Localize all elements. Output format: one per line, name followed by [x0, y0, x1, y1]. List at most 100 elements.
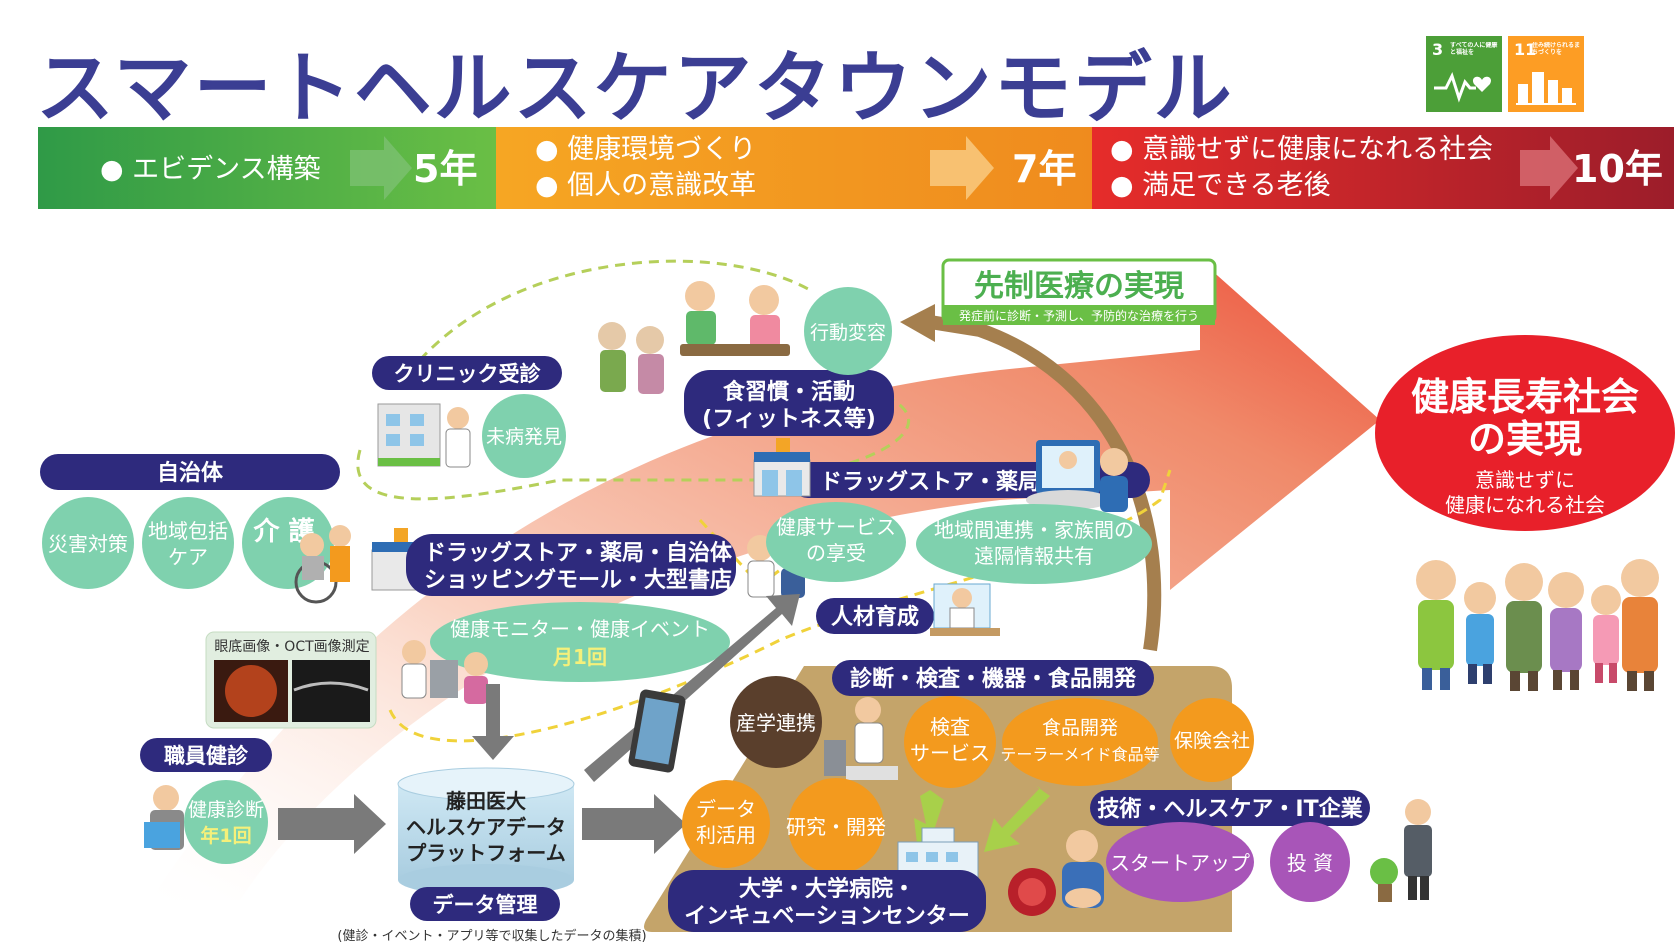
sdg-text: 住み続けられるまちづくりを: [1532, 42, 1580, 56]
jichitai-item: 地域包括: [148, 519, 228, 543]
timeline-stage3-item: ● 満足できる老後: [1110, 170, 1331, 201]
goal-circle: 健康長寿社会 の実現 意識せずに 健康になれる社会: [1375, 335, 1675, 531]
timeline-arrow-1: [350, 136, 412, 200]
monitor-event-section: 健康モニター・健康イベント 月1回: [430, 602, 730, 682]
gijutsu-label: 技術・ヘルスケア・IT企業: [1097, 796, 1363, 822]
clinic-label: クリニック受診: [394, 362, 542, 386]
senmei-subtitle: 発症前に診断・予測し、予防的な治療を行う: [959, 308, 1199, 323]
eye-label: 眼底画像・OCT画像測定: [214, 639, 369, 655]
timeline-stage2-item: ● 健康環境づくり: [535, 134, 756, 165]
sdg-badge-11: 11 住み続けられるまちづくりを: [1508, 36, 1584, 112]
koudou-bubble: [804, 287, 892, 375]
hoken-label: 保険会社: [1174, 730, 1250, 752]
platform-line3: プラットフォーム: [406, 841, 565, 865]
flow-arrow: [582, 794, 686, 854]
senmei-title: 先制医療の実現: [974, 269, 1184, 304]
data-kanri-note: (健診・イベント・アプリ等で収集したデータの集積): [337, 928, 646, 944]
kenkyu-label: 研究・開発: [786, 815, 886, 839]
timeline-bar: ● エビデンス構築 5年 ● 健康環境づくり ● 個人の意識改革 7年 ● 意識…: [38, 127, 1674, 209]
sdg-text: すべての人に健康と福祉を: [1450, 42, 1498, 56]
kenko-service-line1: 健康サービス: [776, 515, 896, 539]
platform-line1: 藤田医大: [445, 789, 526, 813]
shoku-section: 食習慣・活動 (フィットネス等): [684, 370, 894, 436]
data-use-bubble: [682, 780, 770, 868]
oct-image: [292, 660, 370, 722]
person-figure: [1591, 585, 1621, 683]
timeline-arrow-2: [930, 136, 994, 200]
sdg-number: 3: [1432, 40, 1444, 59]
shindan-label: 診断・検査・機器・食品開発: [850, 666, 1137, 692]
sdg-badge-3: 3 すべての人に健康と福祉を: [1426, 36, 1502, 112]
fundus-image: [225, 665, 277, 717]
person-figure: [1621, 559, 1659, 691]
senmei-box: 先制医療の実現 発症前に診断・予測し、予防的な治療を行う: [941, 258, 1217, 325]
drugstore-mid-line2: ショッピングモール・大型書店: [424, 567, 732, 593]
kenkyu-bubble: [788, 778, 884, 874]
person-figure: [1100, 476, 1128, 512]
shokuin-label: 職員健診: [164, 744, 249, 768]
goal-line1: 健康長寿社会: [1411, 375, 1639, 419]
monitor-line2: 月1回: [552, 645, 607, 669]
shokuin-line2: 年1回: [200, 824, 251, 847]
goal-sub1: 意識せずに: [1475, 468, 1575, 492]
database-icon: 藤田医大 ヘルスケアデータ プラットフォーム: [397, 767, 575, 896]
person-figure: [1464, 582, 1496, 684]
clinic-section: クリニック受診 未病発見: [372, 356, 566, 478]
sangaku-label: 産学連携: [736, 711, 816, 735]
monitor-icon: [1026, 440, 1110, 510]
drugstore-top-section: ドラッグストア・薬局: [753, 438, 1150, 512]
jichitai-label: 自治体: [157, 460, 224, 486]
platform-line2: ヘルスケアデータ: [406, 815, 566, 839]
flow-arrow: [472, 684, 514, 760]
gijutsu-section: 技術・ヘルスケア・IT企業 スタートアップ 投 資: [1090, 790, 1432, 902]
person-figure: [1416, 560, 1456, 690]
person-figure: [1100, 448, 1128, 476]
kenko-service-line2: の享受: [806, 541, 866, 565]
jinzai-section: 人材育成: [816, 583, 1000, 636]
researcher-icon: [824, 697, 898, 780]
tablet-icon: [628, 689, 686, 773]
jichitai-item: ケア: [168, 545, 208, 569]
data-use-line1: データ: [696, 797, 756, 821]
doctor-icon: [445, 407, 471, 468]
shokuin-line1: 健康診断: [188, 799, 264, 821]
jinzai-label: 人材育成: [831, 604, 919, 630]
person-figure: [1505, 563, 1543, 691]
clinic-bubble: 未病発見: [486, 426, 562, 448]
timeline-stage3-item: ● 意識せずに健康になれる社会: [1110, 134, 1493, 165]
goal-line2: の実現: [1468, 417, 1582, 461]
chiiki-section: 地域間連携・家族間の 遠隔情報共有: [916, 504, 1152, 584]
chiiki-line2: 遠隔情報共有: [974, 544, 1094, 568]
shoku-line1: 食習慣・活動: [723, 379, 855, 405]
patient-food-icon: [1008, 830, 1104, 916]
reading-person-icon: [144, 785, 184, 850]
gijutsu-item: スタートアップ: [1110, 851, 1250, 875]
wheelchair-person-icon: [294, 525, 351, 604]
kensa-line2: サービス: [910, 741, 990, 765]
timeline-stage1-bg: [38, 127, 496, 209]
progress-sweep-arrow: [150, 260, 1380, 900]
jichitai-item: 災害対策: [48, 532, 128, 556]
data-kanri-section: データ管理 (健診・イベント・アプリ等で収集したデータの集積): [337, 887, 647, 944]
timeline-stage2-item: ● 個人の意識改革: [535, 170, 756, 201]
goal-sub2: 健康になれる社会: [1445, 493, 1605, 517]
timeline-stage1-years: 5年: [413, 147, 477, 191]
feedback-arrow-head: [900, 304, 935, 342]
timeline-stage3-years: 10年: [1572, 147, 1663, 191]
sdg-number: 11: [1514, 40, 1537, 59]
drugstore-mid-line1: ドラッグストア・薬局・自治体: [424, 540, 733, 566]
gijutsu-item: 投 資: [1287, 851, 1333, 875]
shoku-line2: (フィットネス等): [702, 406, 876, 432]
shokuhin-bubble: [1002, 698, 1158, 786]
city-buildings-icon: [1516, 72, 1576, 105]
family-group-icon: [1416, 559, 1659, 691]
univ-section: 大学・大学病院・ インキュベーションセンター: [668, 870, 986, 932]
data-kanri-label: データ管理: [433, 893, 538, 917]
shokuin-section: 職員健診 健康診断 年1回: [140, 738, 272, 864]
shokuhin-line1: 食品開発: [1042, 717, 1118, 739]
link-arrow: [984, 786, 1050, 852]
sangaku-bubble: [730, 676, 822, 768]
monitor-line1: 健康モニター・健康イベント: [450, 617, 710, 641]
green-dashed-loop: [418, 259, 811, 362]
